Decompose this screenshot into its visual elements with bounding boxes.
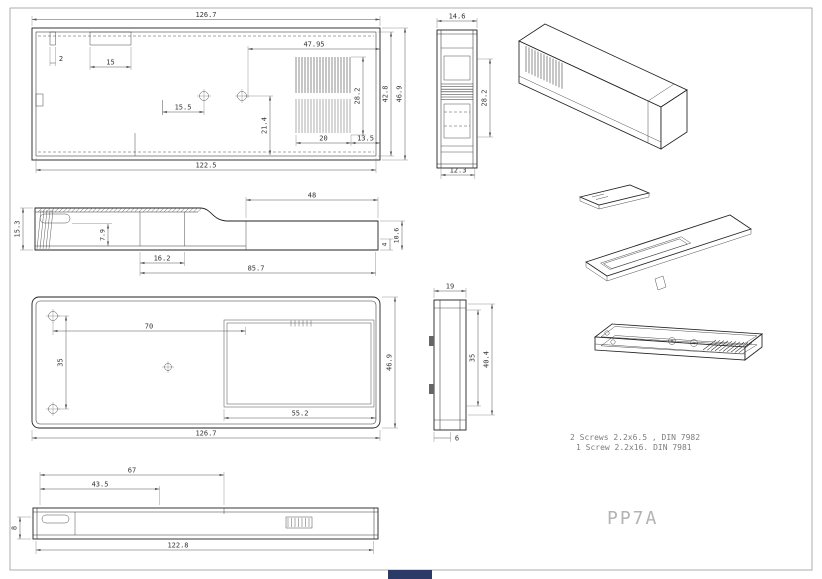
dim-inner-width: 122.5 bbox=[195, 162, 216, 170]
notes: 2 Screws 2.2x6.5 , DIN 7982 1 Screw 2.2x… bbox=[570, 433, 700, 452]
dim-8: 8 bbox=[11, 526, 19, 530]
center-hole bbox=[162, 361, 174, 373]
dim-2: 2 bbox=[59, 55, 63, 63]
end-view-bottom: 19 35 40.4 6 bbox=[429, 283, 495, 443]
screw-hole bbox=[46, 402, 60, 416]
dim-outer-height: 46.9 bbox=[396, 86, 404, 103]
dim-inner-height: 42.8 bbox=[382, 86, 390, 103]
isometric-shell-open bbox=[593, 323, 764, 361]
vent-slots-section bbox=[441, 83, 473, 100]
dim-122-8: 122.8 bbox=[167, 542, 188, 550]
side-hole bbox=[35, 93, 44, 107]
isometric-enclosure-closed bbox=[518, 23, 688, 150]
sheet-border bbox=[9, 7, 813, 571]
screw-hole bbox=[197, 89, 211, 103]
screw-boss bbox=[690, 339, 698, 347]
dim-vent-offset: 47.95 bbox=[303, 41, 324, 49]
corner-post bbox=[610, 339, 616, 345]
wall-hatch-top bbox=[37, 207, 202, 213]
dim-13-5: 13.5 bbox=[357, 135, 374, 143]
dim-19: 19 bbox=[446, 283, 454, 291]
vent-slots-upper bbox=[295, 57, 351, 93]
dim-end-12-3: 12.3 bbox=[450, 167, 467, 175]
note-screws-1: 2 Screws 2.2x6.5 , DIN 7982 bbox=[570, 433, 700, 442]
dim-end-width: 14.6 bbox=[449, 13, 466, 21]
vent-slots-lower bbox=[295, 99, 351, 133]
dim-20: 20 bbox=[319, 135, 327, 143]
vent-slots-shell bbox=[702, 339, 753, 353]
dim-85-7: 85.7 bbox=[248, 265, 265, 273]
isometric-lid-pieces bbox=[578, 184, 752, 291]
dim-55-2: 55.2 bbox=[292, 410, 309, 418]
panel-foot bbox=[654, 275, 667, 291]
dim-6: 6 bbox=[455, 435, 459, 443]
dim-end-35: 35 bbox=[469, 354, 477, 362]
dim-70: 70 bbox=[145, 323, 153, 331]
dim-35: 35 bbox=[57, 358, 65, 366]
dim-16-2: 16.2 bbox=[154, 255, 171, 263]
corner-post bbox=[604, 330, 610, 336]
dim-bottom-width: 126.7 bbox=[195, 430, 216, 438]
wall-hatch-left bbox=[36, 209, 54, 250]
screw-hole bbox=[46, 309, 60, 323]
end-view-top: 14.6 28.2 12.3 bbox=[436, 13, 493, 179]
dim-10-6: 10.6 bbox=[393, 228, 401, 244]
dim-43-5: 43.5 bbox=[92, 481, 109, 489]
dim-7-9: 7.9 bbox=[99, 229, 107, 241]
front-view: 67 43.5 8 122.8 bbox=[11, 467, 379, 554]
dim-bottom-height: 46.9 bbox=[386, 354, 394, 371]
front-slot bbox=[41, 514, 70, 524]
recess-ticks bbox=[290, 320, 312, 327]
dim-40-4: 40.4 bbox=[483, 351, 491, 368]
side-slot bbox=[39, 213, 71, 224]
screw-boss-section bbox=[429, 384, 434, 394]
panel-window bbox=[599, 236, 692, 270]
sheet-tab bbox=[388, 570, 432, 579]
dim-end-28-2: 28.2 bbox=[481, 90, 489, 107]
dim-67: 67 bbox=[128, 467, 136, 475]
part-number-label: PP7A bbox=[607, 508, 658, 529]
small-cover-top bbox=[578, 184, 651, 206]
dim-4: 4 bbox=[381, 242, 389, 246]
dim-21-4: 21.4 bbox=[261, 117, 269, 134]
dim-15-5: 15.5 bbox=[175, 104, 192, 112]
top-cutout bbox=[89, 31, 132, 46]
note-screws-2: 1 Screw 2.2x16. DIN 7981 bbox=[576, 443, 692, 452]
dim-top-width: 126.7 bbox=[195, 11, 216, 19]
dim-15-3: 15.3 bbox=[14, 221, 22, 238]
bottom-view: 70 35 55.2 126.7 46.9 bbox=[31, 296, 398, 441]
front-grip-ticks bbox=[287, 518, 310, 527]
top-view: 126.7 47.95 2 15 15.5 21.4 28.2 42.8 46.… bbox=[31, 11, 408, 173]
dim-48: 48 bbox=[308, 192, 316, 200]
dim-28-2: 28.2 bbox=[354, 88, 362, 105]
dim-15: 15 bbox=[106, 59, 114, 67]
recess bbox=[223, 319, 375, 408]
vent-slots-iso bbox=[525, 46, 563, 89]
screw-boss bbox=[668, 337, 676, 345]
side-view: 48 15.3 7.9 16.2 85.7 4 10.6 bbox=[14, 192, 405, 276]
screw-boss-section bbox=[429, 336, 434, 346]
top-panel bbox=[585, 214, 752, 277]
